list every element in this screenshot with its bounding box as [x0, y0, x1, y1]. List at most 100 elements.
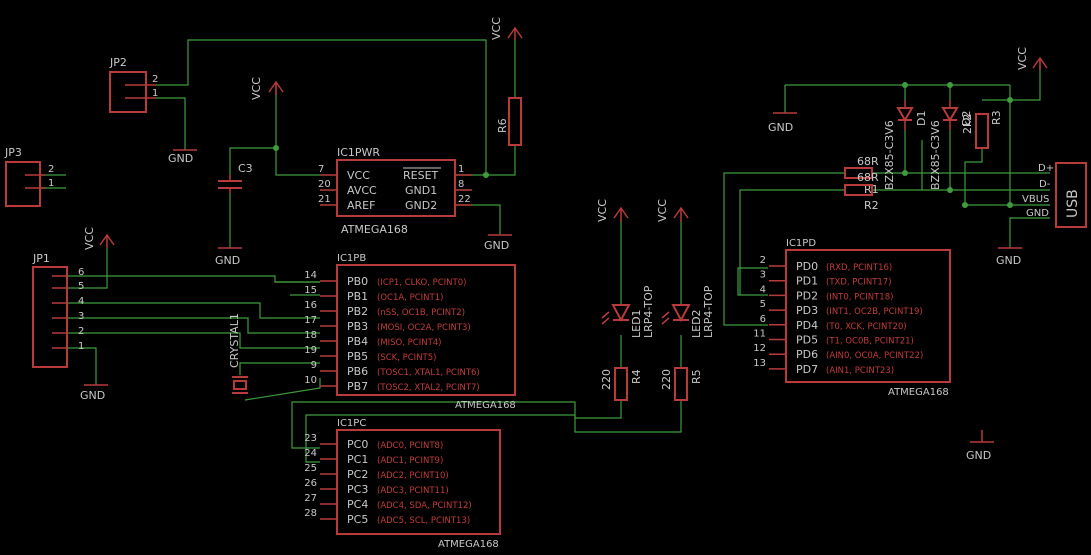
pin-label: PC3	[347, 483, 368, 496]
svg-text:RESET: RESET	[403, 169, 439, 182]
pin-number: 28	[304, 508, 317, 519]
svg-text:JP2: JP2	[109, 56, 127, 69]
svg-text:R3: R3	[990, 110, 1003, 125]
pin-label: PD7	[796, 363, 818, 376]
pin-number: 6	[760, 314, 766, 325]
gnd-symbol-jp1: GND	[80, 384, 108, 402]
pin-number: 15	[304, 285, 317, 296]
gnd-symbol-ic1pwr: GND	[484, 234, 512, 252]
pin-function: (AIN0, OC0A, PCINT22)	[826, 351, 923, 361]
svg-text:JP3: JP3	[4, 146, 22, 159]
pin-function: (TOSC2, XTAL2, PCINT7)	[377, 383, 480, 393]
pin-number: 4	[760, 284, 766, 295]
pin-function: (ADC2, PCINT10)	[377, 471, 449, 481]
gnd-symbol-c3: GND	[215, 247, 242, 267]
svg-text:2k2: 2k2	[961, 114, 974, 134]
ic1pb-pin-pb7: 10 PB7 (TOSC2, XTAL2, PCINT7)	[304, 375, 480, 393]
pin-number: 11	[753, 329, 766, 340]
svg-text:220: 220	[660, 369, 673, 390]
vcc-symbol-usb: VCC	[1016, 47, 1048, 70]
crystal-1: CRYSTAL1	[228, 313, 248, 394]
svg-text:3: 3	[78, 311, 84, 322]
pin-function: (ADC3, PCINT11)	[377, 486, 449, 496]
vcc-symbol-r6: VCC	[490, 17, 523, 40]
pin-label: PD3	[796, 304, 818, 317]
svg-text:ATMEGA168: ATMEGA168	[455, 400, 516, 411]
pin-number: 23	[304, 433, 317, 444]
svg-text:VCC: VCC	[490, 17, 503, 40]
pin-number: 19	[304, 345, 317, 356]
svg-text:D1: D1	[915, 111, 928, 126]
pin-function: (T1, OC0B, PCINT21)	[826, 337, 914, 347]
pin-number: 25	[304, 463, 317, 474]
pin-function: (SCK, PCINT5)	[377, 353, 436, 363]
pin-number: 10	[304, 375, 317, 386]
svg-text:R4: R4	[630, 369, 643, 384]
pin-label: PB3	[347, 320, 368, 333]
svg-text:D+: D+	[1038, 163, 1054, 174]
pin-number: 2	[760, 255, 766, 266]
svg-text:USB: USB	[1065, 189, 1081, 218]
svg-text:GND: GND	[215, 254, 240, 267]
resistor-r6: R6	[496, 97, 522, 146]
svg-text:7: 7	[318, 164, 324, 175]
zener-d1: BZX85-C3V6 D1	[883, 100, 928, 190]
svg-text:VCC: VCC	[347, 169, 370, 182]
svg-text:1: 1	[48, 178, 54, 189]
pin-label: PD1	[796, 275, 818, 288]
ic1pc-pin-pc2: 25 PC2 (ADC2, PCINT10)	[304, 463, 448, 481]
svg-text:AREF: AREF	[347, 199, 375, 212]
svg-text:R6: R6	[496, 118, 509, 133]
svg-text:220: 220	[600, 369, 613, 390]
svg-text:GND: GND	[768, 121, 793, 134]
svg-text:GND: GND	[1026, 208, 1049, 219]
pin-label: PB2	[347, 305, 368, 318]
ic1pc-pin-pc3: 26 PC3 (ADC3, PCINT11)	[304, 478, 448, 496]
svg-text:VCC: VCC	[250, 77, 263, 100]
pin-function: (TOSC1, XTAL1, PCINT6)	[377, 368, 480, 378]
svg-text:68R: 68R	[857, 155, 879, 168]
pin-label: PC0	[347, 438, 368, 451]
pin-label: PC2	[347, 468, 368, 481]
svg-text:BZX85-C3V6: BZX85-C3V6	[883, 120, 896, 190]
svg-text:BZX85-C3V6: BZX85-C3V6	[929, 120, 942, 190]
ic1pwr-block: IC1PWR 7 20 21 VCC AVCC AREF 1 8 22 RESE…	[318, 146, 472, 236]
gnd-symbol-usb-top: GND	[768, 112, 797, 134]
pin-label: PB0	[347, 275, 368, 288]
svg-text:GND: GND	[966, 449, 991, 462]
svg-text:1: 1	[152, 88, 158, 99]
svg-text:IC1PD: IC1PD	[786, 238, 816, 249]
svg-text:ATMEGA168: ATMEGA168	[438, 539, 499, 550]
pin-number: 26	[304, 478, 317, 489]
pin-number: 16	[304, 300, 317, 311]
pin-label: PC5	[347, 513, 368, 526]
gnd-symbol-jp2: GND	[168, 149, 197, 165]
ic1pb-pin-pb5: 19 PB5 (SCK, PCINT5)	[304, 345, 436, 363]
svg-text:21: 21	[318, 194, 331, 205]
pin-label: PB5	[347, 350, 368, 363]
vcc-symbol-jp1: VCC	[83, 227, 115, 250]
svg-text:VBUS: VBUS	[1022, 194, 1049, 205]
pin-label: PB7	[347, 380, 368, 393]
svg-text:GND: GND	[996, 254, 1021, 267]
svg-text:GND1: GND1	[405, 184, 437, 197]
pin-label: PC4	[347, 498, 368, 511]
capacitor-c3: C3	[218, 162, 253, 193]
pin-label: PC1	[347, 453, 368, 466]
vcc-symbol-c3: VCC	[250, 77, 284, 100]
pin-function: (INT0, PCINT18)	[826, 292, 893, 302]
pin-function: (RXD, PCINT16)	[826, 263, 892, 273]
